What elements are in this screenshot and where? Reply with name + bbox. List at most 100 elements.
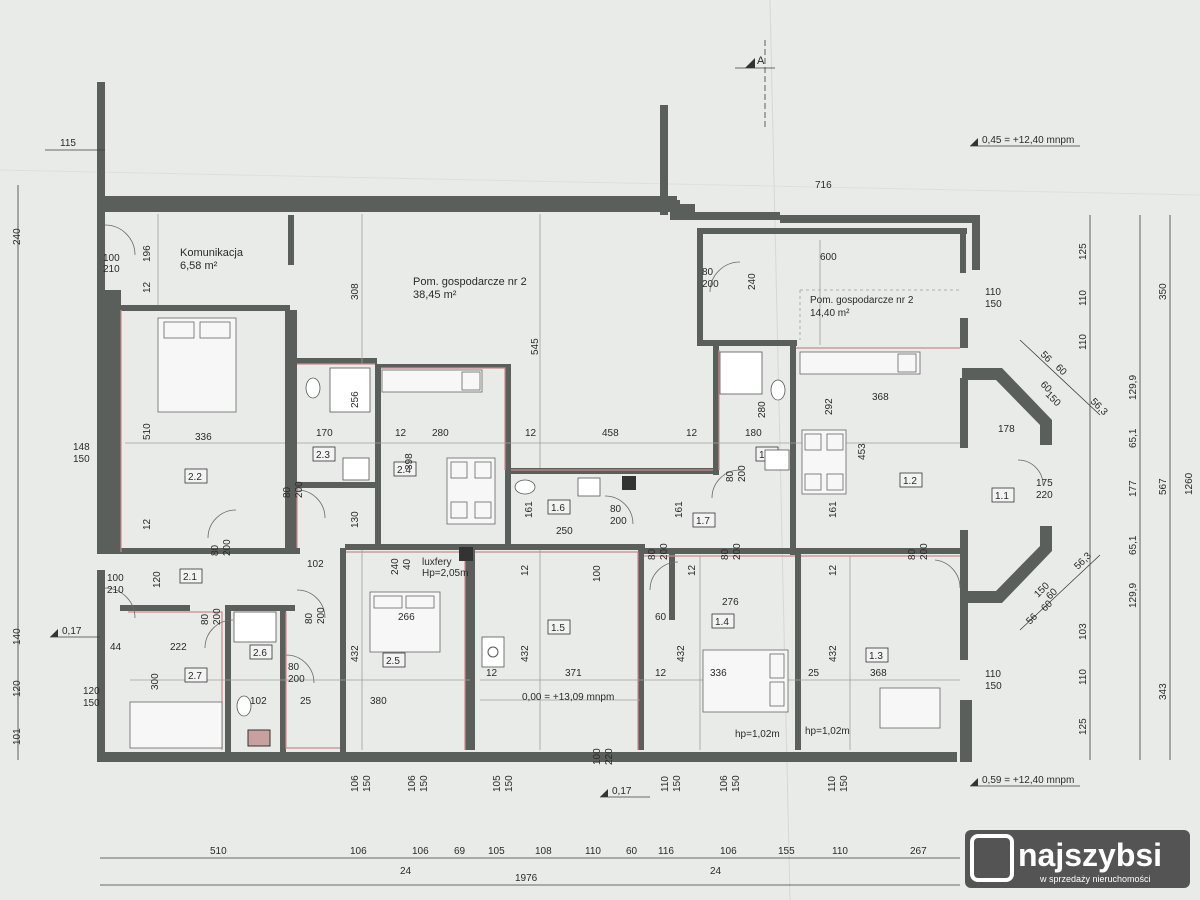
door-h: 200 — [732, 543, 743, 560]
svg-text:102: 102 — [250, 696, 267, 707]
sink-icon — [342, 457, 370, 481]
room-id-2-3: 2.3 — [316, 450, 330, 461]
svg-text:125: 125 — [1078, 243, 1089, 260]
svg-text:110: 110 — [827, 776, 838, 792]
svg-text:110: 110 — [832, 846, 848, 857]
door-w: 80 — [200, 613, 211, 625]
sink-icon — [764, 449, 790, 471]
svg-text:432: 432 — [350, 645, 361, 662]
room-name-gosp-big: Pom. gospodarcze nr 2 — [413, 276, 527, 288]
svg-text:170: 170 — [316, 428, 333, 439]
svg-text:129,9: 129,9 — [1128, 583, 1139, 608]
sill-height-note: hp=1,02m — [735, 729, 780, 740]
door-h: 220 — [604, 748, 615, 765]
door-w: 80 — [210, 544, 221, 556]
svg-text:567: 567 — [1158, 478, 1169, 495]
svg-text:56: 56 — [1038, 349, 1054, 365]
door-h: 200 — [737, 465, 748, 482]
svg-text:150: 150 — [504, 775, 515, 792]
door-h: 210 — [103, 264, 120, 275]
svg-text:125: 125 — [1078, 718, 1089, 735]
svg-text:12: 12 — [142, 281, 153, 293]
svg-text:368: 368 — [870, 668, 887, 679]
window-marks: 106 150 106 150 105 150 110 150 106 150 … — [350, 775, 850, 792]
svg-text:120: 120 — [152, 571, 163, 588]
room-name-komunikacja: Komunikacja — [180, 247, 244, 259]
svg-text:292: 292 — [824, 398, 835, 415]
level-left: 0,17 — [62, 626, 82, 637]
bed-icon — [702, 649, 789, 713]
toilet-icon — [236, 695, 252, 717]
svg-text:56,3: 56,3 — [1088, 396, 1110, 418]
toilet-icon — [305, 377, 321, 399]
svg-text:150: 150 — [839, 775, 850, 792]
bed-icon — [879, 687, 941, 729]
door-h: 210 — [107, 585, 124, 596]
door-h: 200 — [222, 539, 233, 556]
window-h: 150 — [83, 698, 100, 709]
svg-text:106: 106 — [350, 846, 367, 857]
svg-text:60: 60 — [655, 612, 667, 623]
svg-text:280: 280 — [757, 401, 768, 418]
section-label: A — [757, 55, 765, 67]
door-h: 200 — [610, 516, 627, 527]
room-id-2-5: 2.5 — [386, 656, 400, 667]
shower-icon — [233, 611, 277, 643]
svg-text:368: 368 — [872, 392, 889, 403]
svg-text:24: 24 — [710, 866, 722, 877]
room-id-2-2: 2.2 — [188, 472, 202, 483]
door-swings — [104, 224, 1044, 684]
window-w: 148 — [73, 442, 90, 453]
door-w: 100 — [103, 253, 120, 264]
room-area-komunikacja: 6,58 m² — [180, 260, 218, 272]
bed-icon — [129, 701, 223, 749]
svg-text:44: 44 — [110, 642, 122, 653]
outer-walls — [97, 82, 1052, 762]
sill-height-note: hp=1,02m — [805, 726, 850, 737]
svg-text:120: 120 — [12, 680, 23, 697]
bathtub-icon — [329, 367, 371, 413]
svg-text:161: 161 — [674, 501, 685, 518]
svg-text:69: 69 — [454, 846, 466, 857]
stove-icon — [481, 636, 505, 668]
svg-text:110: 110 — [1078, 669, 1089, 685]
svg-text:108: 108 — [535, 846, 552, 857]
level-bottom: 0,17 — [612, 786, 632, 797]
svg-text:25: 25 — [808, 668, 820, 679]
door-h: 200 — [702, 279, 719, 290]
svg-text:155: 155 — [778, 846, 795, 857]
svg-text:106: 106 — [719, 775, 730, 792]
svg-text:240: 240 — [12, 228, 23, 245]
window-w: 110 — [985, 669, 1001, 680]
svg-text:56,3: 56,3 — [1072, 550, 1094, 572]
svg-text:300: 300 — [150, 673, 161, 690]
dining-table-icon — [801, 429, 847, 495]
door-w: 80 — [304, 612, 315, 624]
window-h: 150 — [985, 681, 1002, 692]
svg-text:280: 280 — [432, 428, 449, 439]
door-h: 200 — [659, 543, 670, 560]
door-w: 100 — [107, 573, 124, 584]
svg-text:267: 267 — [910, 846, 927, 857]
luxfery-note: luxfery — [422, 557, 451, 568]
svg-text:371: 371 — [565, 668, 582, 679]
svg-text:12: 12 — [828, 564, 839, 576]
sink-icon — [577, 477, 601, 497]
svg-text:12: 12 — [395, 428, 407, 439]
svg-text:65,1: 65,1 — [1128, 535, 1139, 555]
svg-text:256: 256 — [350, 391, 361, 408]
svg-text:105: 105 — [492, 775, 503, 792]
right-dimension-chains: 125 110 110 129,9 65,1 177 65,1 129,9 10… — [1078, 215, 1195, 760]
svg-text:432: 432 — [520, 645, 531, 662]
bottom-dimension-chain: 510 106 106 69 105 108 110 60 116 106 15… — [100, 846, 960, 886]
inner-dimensions: 716 600 196 12 308 545 240 280 292 368 4… — [110, 180, 1015, 740]
door-h: 200 — [919, 543, 930, 560]
luxfery-height: Hp=2,05m — [422, 568, 468, 579]
svg-text:432: 432 — [676, 645, 687, 662]
door-h: 220 — [1036, 490, 1053, 501]
room-name-gosp-small: Pom. gospodarcze nr 2 — [810, 295, 914, 306]
room-id-1-6: 1.6 — [551, 503, 565, 514]
bed-icon — [369, 591, 441, 653]
